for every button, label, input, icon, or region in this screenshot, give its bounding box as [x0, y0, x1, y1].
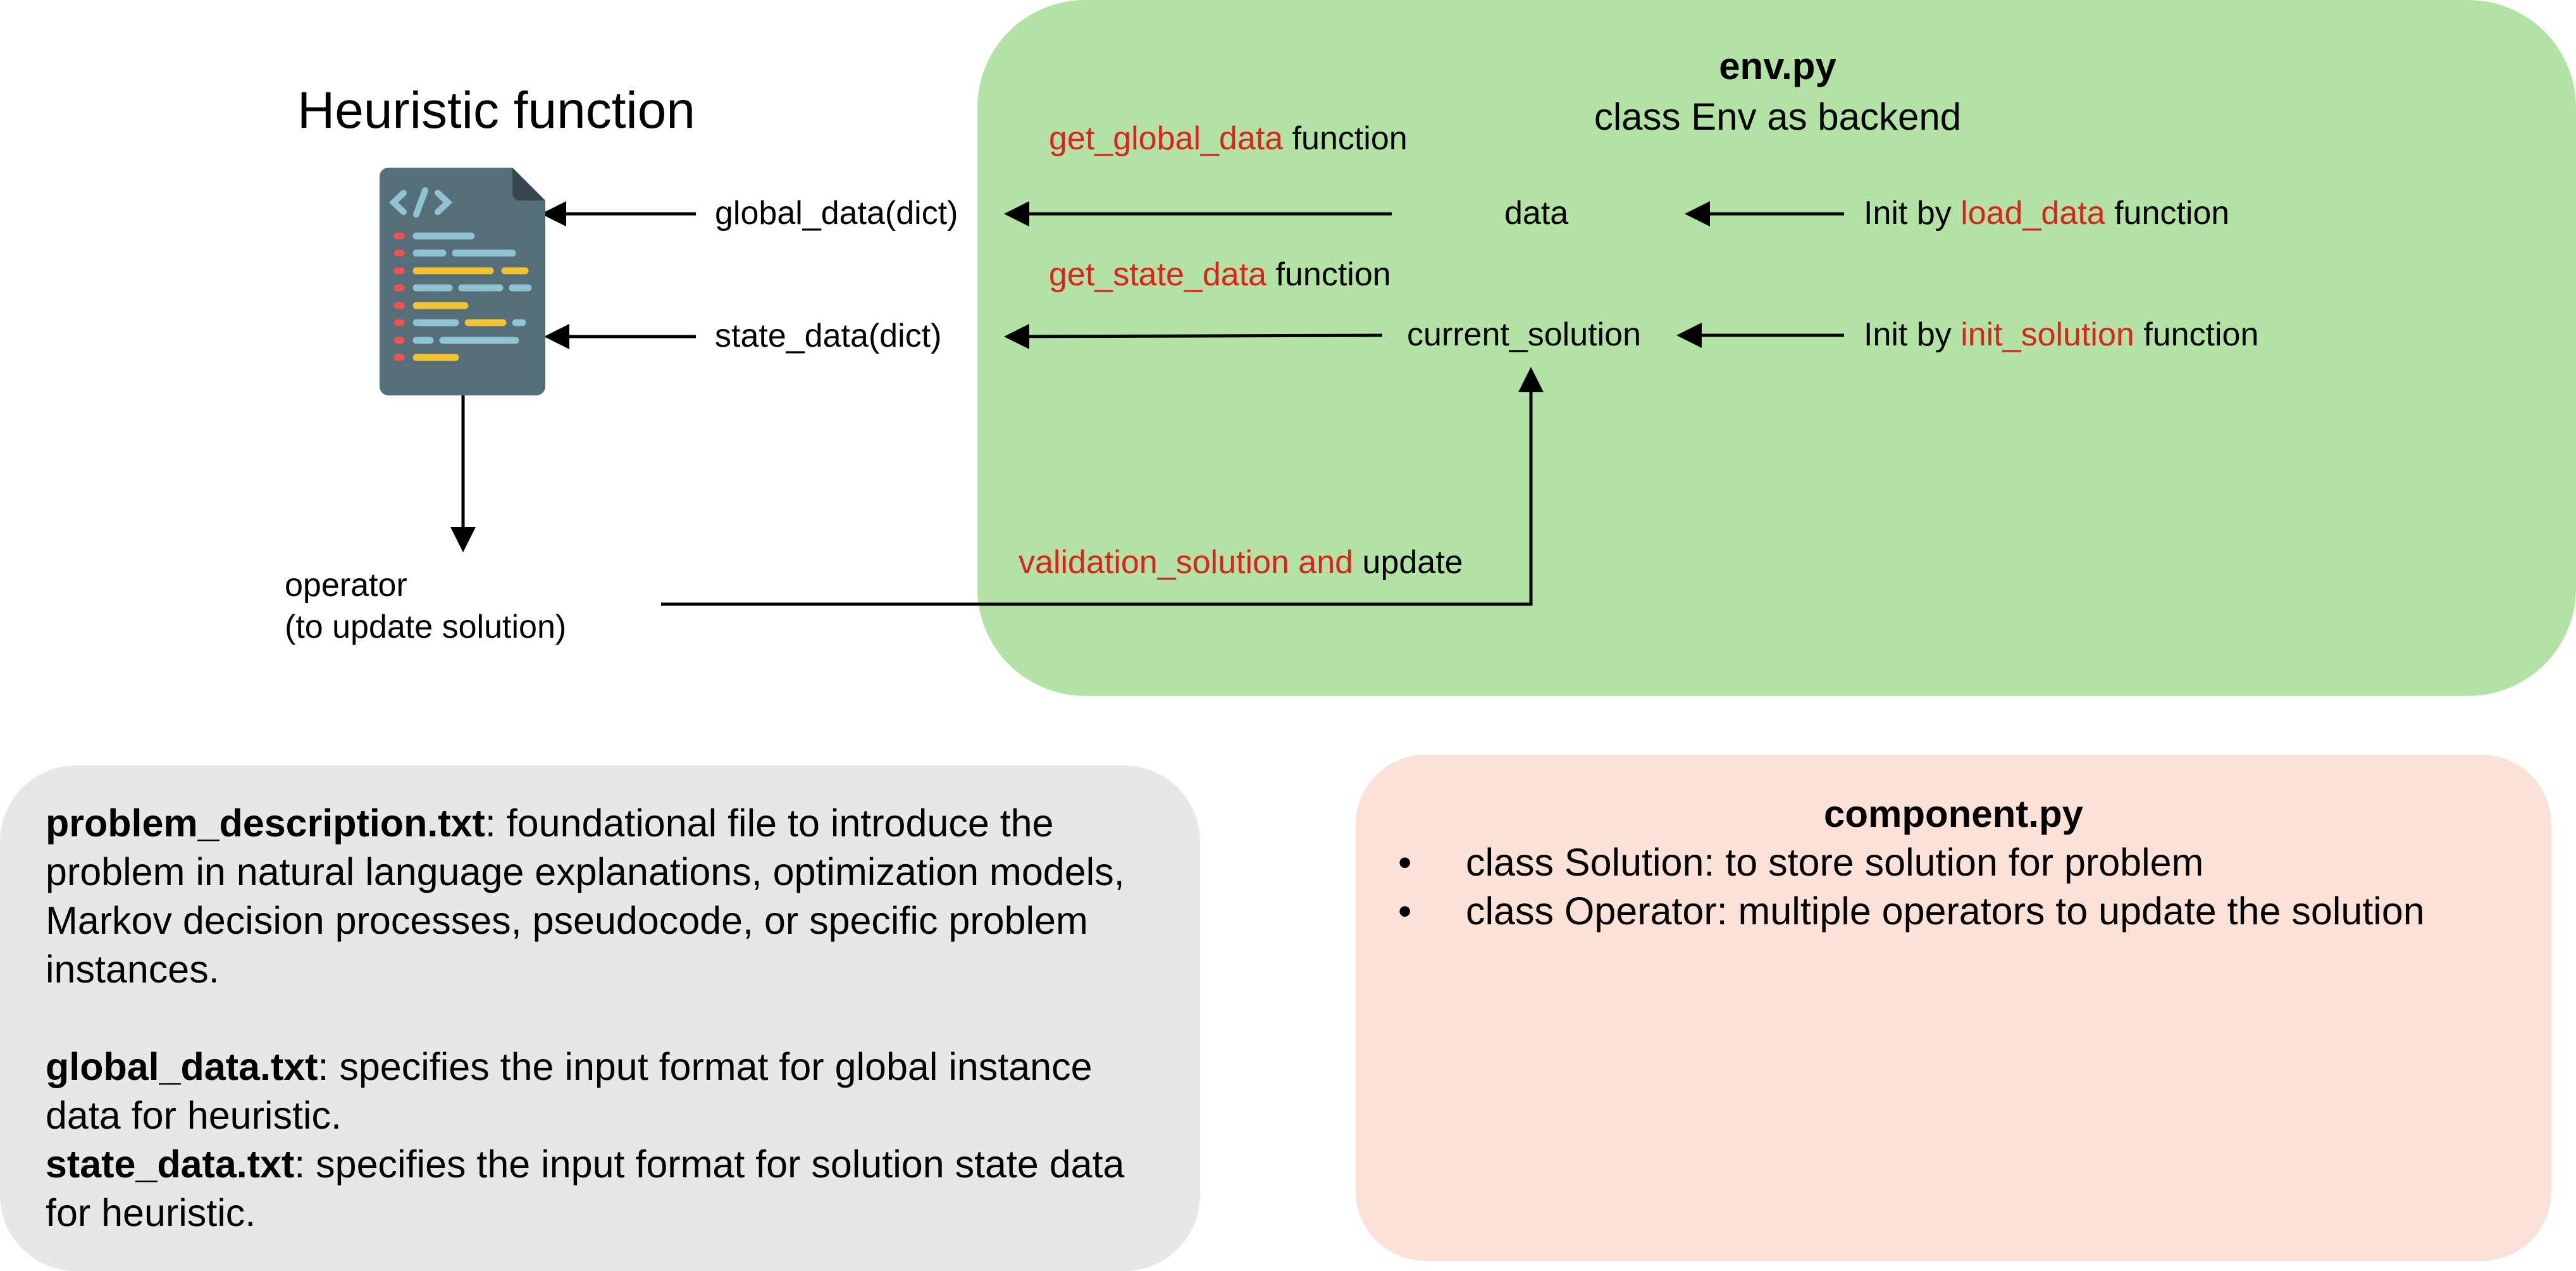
- arrow-current-solution-to-state-data: [1004, 323, 1383, 349]
- env-subtitle: class Env as backend: [1594, 96, 1962, 138]
- init-load-prefix: Init by: [1864, 195, 1961, 232]
- component-item-text: class Operator: multiple operators to up…: [1466, 890, 2425, 933]
- component-item-solution: • class Solution: to store solution for p…: [1398, 838, 2425, 887]
- global-data-dict-label: global_data(dict): [715, 195, 958, 232]
- code-file-icon: [380, 168, 545, 395]
- validation-suffix: update: [1353, 544, 1463, 581]
- problem-description-text: : foundational file to introduce the pro…: [46, 802, 1125, 991]
- component-title: component.py: [1823, 793, 2083, 835]
- files-description: problem_description.txt: foundational fi…: [46, 799, 1159, 1237]
- init-load-data-label: Init by load_data function: [1864, 195, 2229, 233]
- init-solution-suffix: function: [2134, 316, 2259, 353]
- component-panel: [1356, 755, 2551, 1261]
- get-state-data-name: get_state_data: [1049, 256, 1267, 293]
- validation-solution-name: validation_solution and: [1019, 544, 1354, 581]
- init-solution-label: Init by init_solution function: [1864, 316, 2258, 354]
- state-data-text: : specifies the input format for solutio…: [46, 1143, 1125, 1234]
- arrow-operator-to-current-solution: [661, 367, 1544, 606]
- init-load-suffix: function: [2105, 195, 2230, 232]
- init-solution-prefix: Init by: [1864, 316, 1961, 353]
- env-title: env.py: [1719, 45, 1836, 87]
- component-list: • class Solution: to store solution for p…: [1398, 838, 2425, 936]
- state-data-entry: state_data.txt: specifies the input form…: [46, 1140, 1159, 1237]
- bullet-icon: •: [1398, 890, 1412, 933]
- current-solution-label: current_solution: [1407, 316, 1641, 353]
- problem-description-entry: problem_description.txt: foundational fi…: [46, 799, 1159, 994]
- global-data-entry: global_data.txt: specifies the input for…: [46, 1043, 1159, 1140]
- get-state-data-suffix: function: [1266, 256, 1391, 293]
- files-panel: [0, 766, 1200, 1271]
- global-data-filename: global_data.txt: [46, 1045, 318, 1088]
- heuristic-title: Heuristic function: [297, 82, 695, 139]
- problem-description-filename: problem_description.txt: [46, 802, 485, 845]
- component-item-text: class Solution: to store solution for pr…: [1466, 841, 2204, 884]
- state-data-dict-label: state_data(dict): [715, 318, 942, 354]
- global-data-text: : specifies the input format for global …: [46, 1045, 1093, 1137]
- get-state-data-label: get_state_data function: [1049, 256, 1391, 294]
- component-item-operator: • class Operator: multiple operators to u…: [1398, 887, 2425, 936]
- operator-label: operator (to update solution): [285, 567, 567, 645]
- state-data-filename: state_data.txt: [46, 1143, 295, 1186]
- get-global-data-suffix: function: [1283, 120, 1408, 157]
- load-data-name: load_data: [1960, 195, 2105, 232]
- env-panel: [977, 0, 2576, 696]
- init-solution-name: init_solution: [1960, 316, 2134, 353]
- bullet-icon: •: [1398, 841, 1412, 884]
- get-global-data-name: get_global_data: [1049, 120, 1284, 157]
- data-node-label: data: [1504, 195, 1569, 232]
- validation-update-label: validation_solution and update: [1019, 544, 1463, 582]
- get-global-data-label: get_global_data function: [1049, 120, 1408, 158]
